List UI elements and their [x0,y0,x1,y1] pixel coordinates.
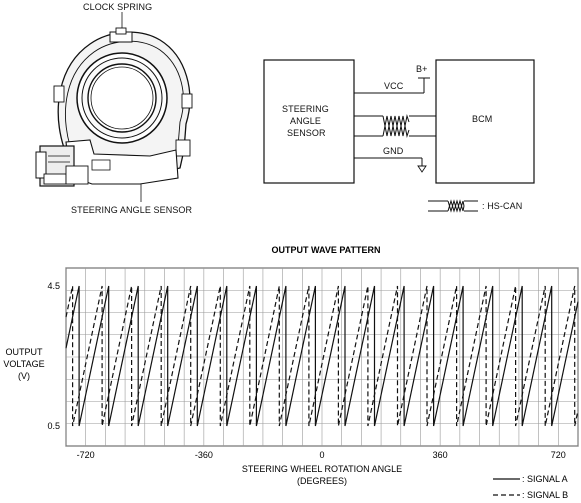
signal-b-line [65,285,579,427]
steering-angle-sensor-label: STEERING ANGLE SENSOR [71,205,193,215]
x-tick-label: 720 [551,450,566,460]
y-tick-label: 0.5 [47,421,60,431]
sensor-block-line-1: STEERING [282,104,329,114]
y-axis-label-line-3: (V) [18,371,30,381]
sensor-block-line-2: ANGLE [290,116,322,126]
x-axis-label-line-1: STEERING WHEEL ROTATION ANGLE [242,464,402,474]
x-tick-label: -360 [195,450,213,460]
vcc-label: VCC [384,81,404,91]
x-tick-label: 0 [319,450,324,460]
y-axis-label-line-2: VOLTAGE [3,359,44,369]
circuit-diagram [263,59,535,213]
bcm-label: BCM [472,114,493,124]
legend-signal-a-label: : SIGNAL A [522,474,568,484]
x-axis-label-line-2: (DEGREES) [297,476,347,486]
hs-can-twisted-pair [354,114,436,138]
y-tick-label: 4.5 [47,281,60,291]
hs-can-legend-label: : HS-CAN [482,201,523,211]
x-tick-label: 360 [433,450,448,460]
y-axis-label-line-1: OUTPUT [6,347,44,357]
chart-title: OUTPUT WAVE PATTERN [272,245,381,255]
bcm-block [435,59,535,184]
clock-spring-label: CLOCK SPRING [83,2,153,12]
clock-spring-illustration [35,12,193,202]
sensor-block-line-3: SENSOR [287,128,326,138]
gnd-label: GND [383,146,404,156]
b-plus-label: B+ [416,64,428,74]
x-tick-label: -720 [77,450,95,460]
legend-signal-b-label: : SIGNAL B [522,490,568,500]
signal-a-line [65,285,579,427]
steering-angle-sensor-block [263,59,355,184]
hs-can-legend-symbol [428,199,478,213]
